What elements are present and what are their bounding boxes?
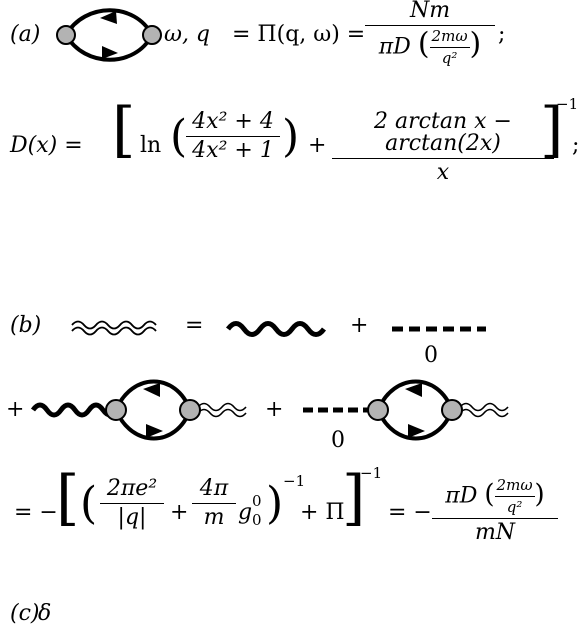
outer-inverse-power: −1	[360, 464, 383, 482]
open-bracket: [	[56, 463, 80, 533]
result-fraction: πD ( 2mω q² ) mN	[432, 478, 558, 544]
result-num-arg: 2mω q²	[494, 476, 535, 515]
polarization-numerator: Nm	[409, 0, 451, 23]
den-arg-denominator: q²	[429, 47, 470, 66]
plus-sign: +	[6, 397, 25, 422]
open-paren: (	[80, 478, 98, 529]
bubble-diagram-b2	[303, 379, 509, 441]
result-arg-numerator: 2mω	[496, 476, 533, 494]
short-range-denominator: m	[192, 503, 236, 529]
ln-function: ln	[140, 133, 162, 158]
bubble-arrow	[100, 11, 117, 24]
arctan-denominator: x	[332, 158, 554, 184]
den-arg-numerator: 2mω	[431, 27, 468, 45]
bare-interaction-wavy-line	[225, 321, 327, 337]
vertex	[441, 399, 463, 421]
label-b: (b)	[10, 313, 42, 338]
log-numerator: 4x² + 4	[192, 109, 274, 134]
inverse-power: −1	[556, 95, 579, 113]
vertex	[105, 399, 127, 421]
plus-sign: +	[308, 133, 327, 158]
result-numerator: πD ( 2mω q² )	[445, 476, 545, 516]
vertex	[367, 399, 389, 421]
vertex	[142, 25, 162, 45]
result-lead: = −	[14, 500, 58, 525]
plus-sign: +	[265, 397, 284, 422]
log-argument-fraction: 4x² + 4 4x² + 1	[186, 111, 280, 162]
close-bracket: ]	[540, 95, 564, 165]
bubble-diagram-b1	[30, 379, 247, 441]
result-denominator: mN	[432, 518, 558, 544]
vertex	[179, 399, 201, 421]
zero-subscript: 0	[331, 428, 345, 453]
coulomb-numerator: 2πe²	[106, 476, 158, 501]
plus-sign: +	[170, 500, 189, 525]
equals-minus: = −	[388, 500, 432, 525]
omega-q-label: ω, q	[164, 22, 211, 47]
polarization-den-pi-d: πD	[378, 34, 411, 60]
coupling-g-sup: 0	[252, 492, 262, 510]
arctan-fraction: 2 arctan x − arctan(2x) x	[332, 111, 554, 184]
result-num-pi-d: πD	[445, 483, 478, 509]
plus-sign: +	[350, 313, 369, 338]
open-bracket: [	[112, 95, 136, 165]
log-denominator: 4x² + 1	[186, 136, 280, 162]
dressed-interaction-line	[71, 320, 157, 336]
coupling-g: g	[238, 500, 253, 525]
plus-pi: + Π	[300, 500, 345, 525]
close-bracket: ]	[342, 463, 366, 533]
delta-symbol: δ	[38, 601, 52, 626]
semicolon-2: ;	[572, 133, 580, 158]
vertex	[56, 25, 76, 45]
bubble-upper-propagator	[64, 8, 154, 37]
bubble-arrow	[102, 46, 118, 59]
label-a: (a)	[10, 22, 41, 47]
zero-subscript: 0	[424, 343, 438, 368]
dx-lhs: D(x) =	[10, 133, 83, 158]
close-paren: )	[282, 111, 300, 162]
inner-inverse-power: −1	[283, 472, 306, 490]
result-arg-denominator: q²	[494, 496, 535, 515]
close-paren: )	[266, 478, 284, 529]
polarization-definition: = Π(q, ω) =	[232, 22, 366, 47]
bubble-lower-propagator	[64, 33, 154, 62]
short-range-fraction: 4π m	[192, 478, 236, 529]
polarization-den-arg: 2mω q²	[429, 27, 470, 66]
coulomb-denominator: |q|	[100, 503, 164, 529]
coupling-g-sub: 0	[252, 511, 262, 529]
polarization-denominator: πD ( 2mω q² )	[365, 25, 495, 66]
coulomb-fraction: 2πe² |q|	[100, 478, 164, 529]
label-c: (c)	[10, 601, 40, 626]
arctan-numerator: 2 arctan x − arctan(2x)	[374, 109, 512, 156]
equals-sign: =	[185, 313, 204, 338]
bubble-diagram-a	[56, 8, 162, 62]
polarization-fraction: Nm πD ( 2mω q² )	[365, 0, 495, 66]
semicolon: ;	[498, 22, 506, 47]
short-range-numerator: 4π	[199, 476, 229, 501]
open-paren: (	[170, 111, 188, 162]
